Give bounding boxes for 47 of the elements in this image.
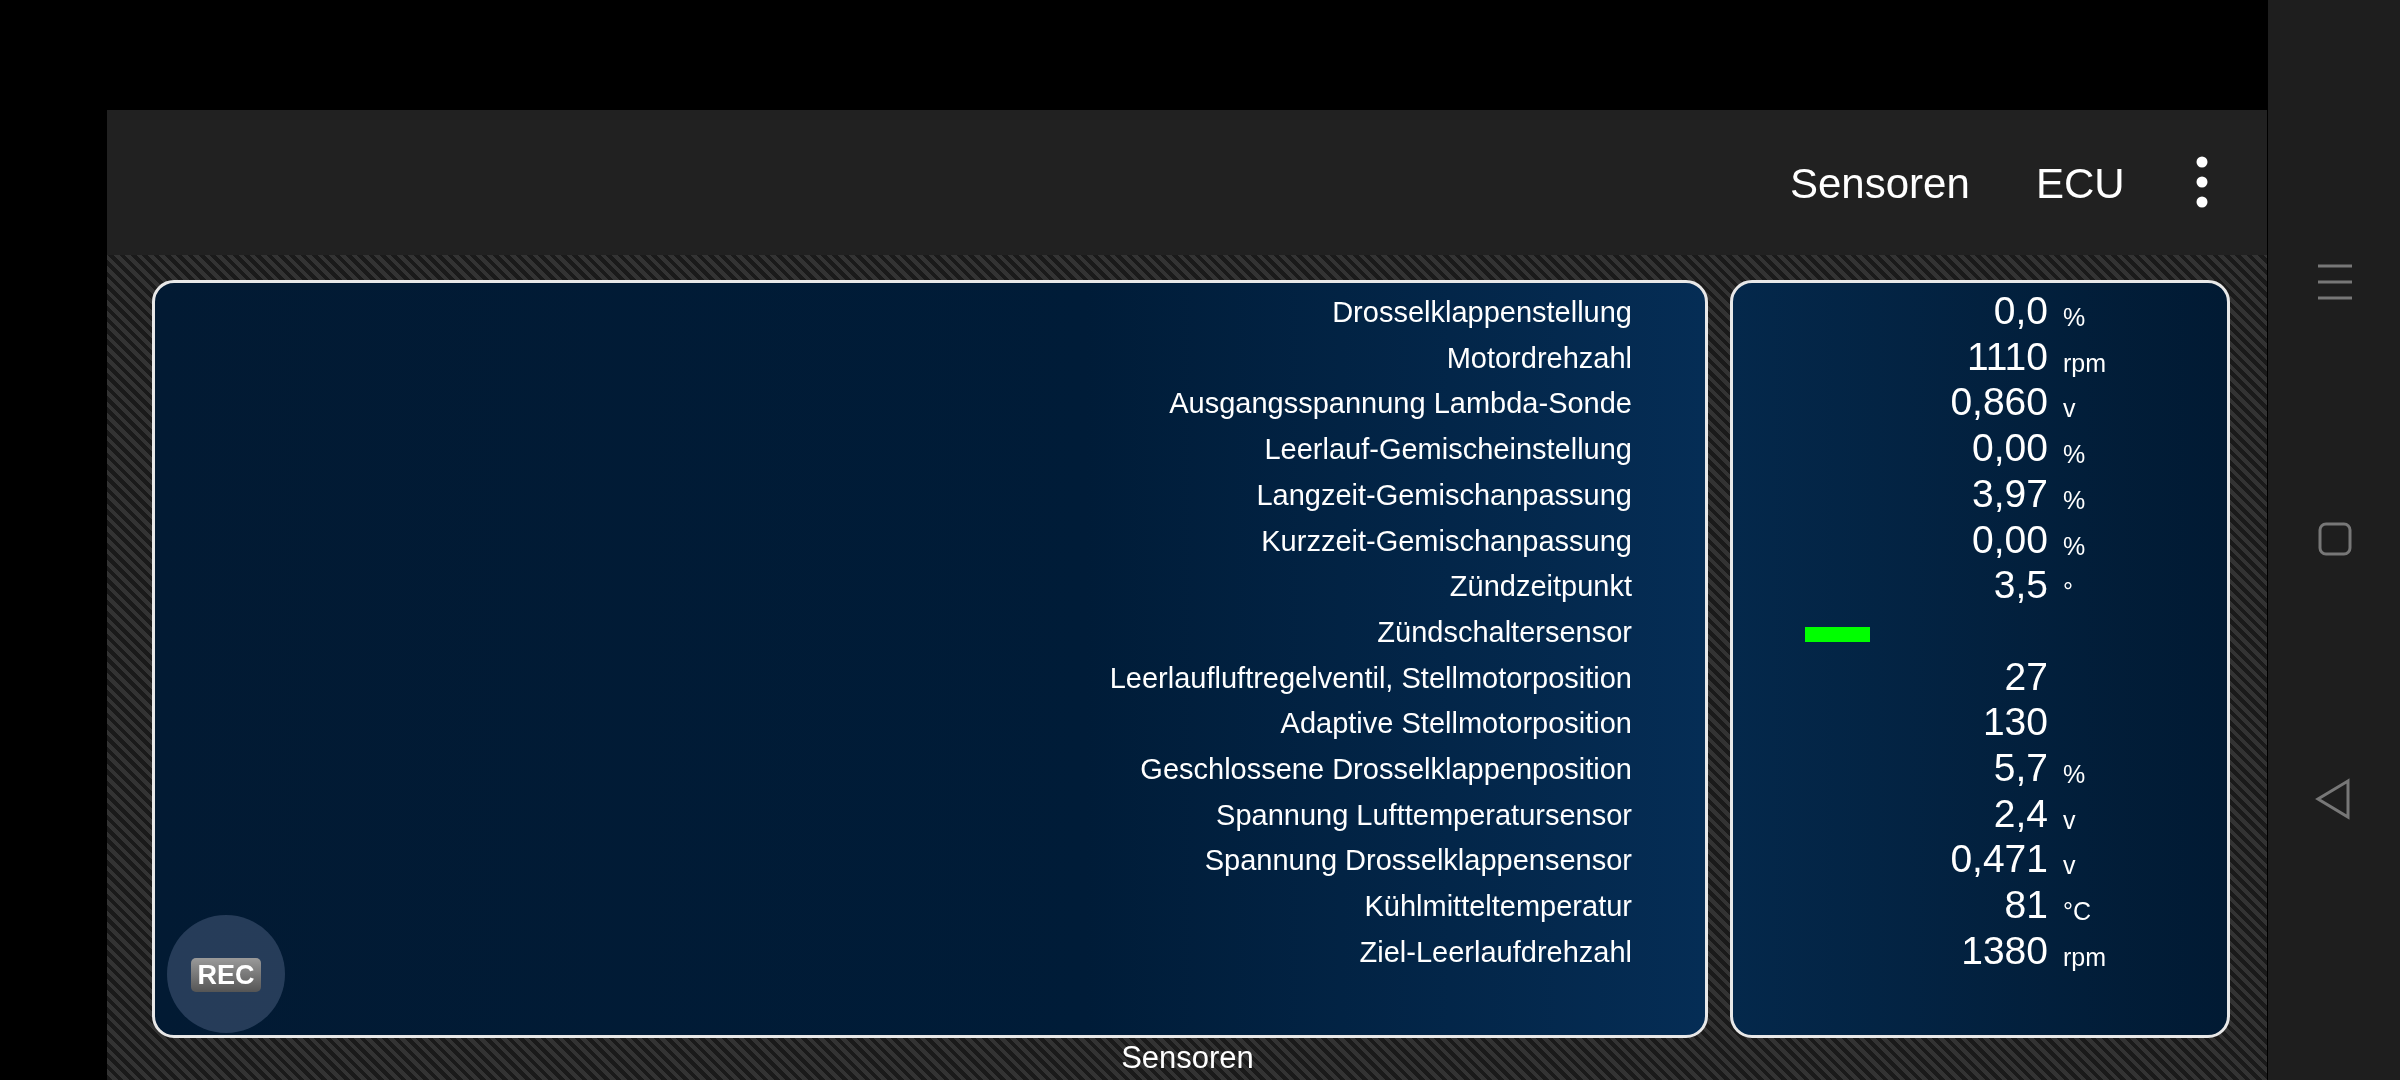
sensor-name: Drosselklappenstellung (1332, 295, 1632, 330)
unit-label: ° (2063, 576, 2073, 608)
sensor-name: Spannung Drosselklappensensor (1204, 843, 1632, 879)
sensor-name: Langzeit-Gemischanpassung (1256, 477, 1632, 513)
sensor-name: Geschlossene Drosselklappenposition (1140, 752, 1632, 787)
sensor-value: 130 (1982, 699, 2048, 746)
sensor-value: 3,97 (1972, 470, 2048, 517)
unit-label: rpm (2063, 941, 2107, 973)
sensor-value: 1110 (1967, 333, 2048, 380)
sensor-name: Adaptive Stellmotorposition (1280, 706, 1632, 742)
unit-label: rpm (2063, 347, 2107, 379)
sensor-value: 0,00 (1972, 516, 2048, 563)
sensor-name: Zündschaltersensor (1377, 614, 1632, 650)
page-title: Sensoren (1120, 1040, 1255, 1076)
sensor-value: 0,471 (1950, 836, 2048, 883)
sensor-value: 0,00 (1972, 425, 2048, 472)
sensor-value: 27 (2004, 653, 2048, 700)
unit-label: v (2063, 393, 2076, 425)
sensor-name: Spannung Lufttemperatursensor (1216, 797, 1632, 833)
sensor-name: Leerlauf-Gemischeinstellung (1264, 432, 1632, 468)
tab-link: ECU (2036, 160, 2125, 208)
sensor-value: 0,0 (1993, 288, 2048, 334)
record-label: REC (191, 958, 261, 992)
sensor-value: 3,5 (1993, 562, 2048, 609)
sensor-panel (152, 280, 1708, 1038)
sensor-value: 5,7 (1993, 745, 2048, 791)
unit-label: % (2063, 302, 2086, 333)
sensor-name: Kurzzeit-Gemischanpassung (1261, 523, 1632, 559)
unit-label: v (2063, 850, 2076, 882)
sensor-value: 0,860 (1950, 379, 2048, 426)
sensor-value: 81 (2004, 882, 2048, 929)
unit-label: v (2063, 804, 2076, 836)
sensor-name: Zündzeitpunkt (1449, 569, 1632, 605)
unit-label: % (2063, 484, 2086, 516)
unit-label: % (2063, 759, 2086, 790)
sensor-value: 2,4 (1993, 790, 2048, 837)
sensor-value: 1380 (1961, 927, 2048, 974)
sensor-panel (1730, 280, 2230, 1038)
sensor-name: Ziel-Leerlaufdrehzahl (1359, 934, 1632, 970)
unit-label: °C (2063, 896, 2092, 928)
sensor-name: Ausgangsspannung Lambda-Sonde (1169, 386, 1632, 422)
unit-label: % (2063, 530, 2086, 562)
sensor-name: Kühlmitteltemperatur (1364, 889, 1632, 925)
unit-label: % (2063, 439, 2086, 471)
tab-link: Sensoren (1790, 160, 1970, 208)
sensor-name: Motordrehzahl (1446, 340, 1632, 376)
sensor-name: Leerlaufluftregelventil, Stellmotorposition (1109, 660, 1632, 696)
